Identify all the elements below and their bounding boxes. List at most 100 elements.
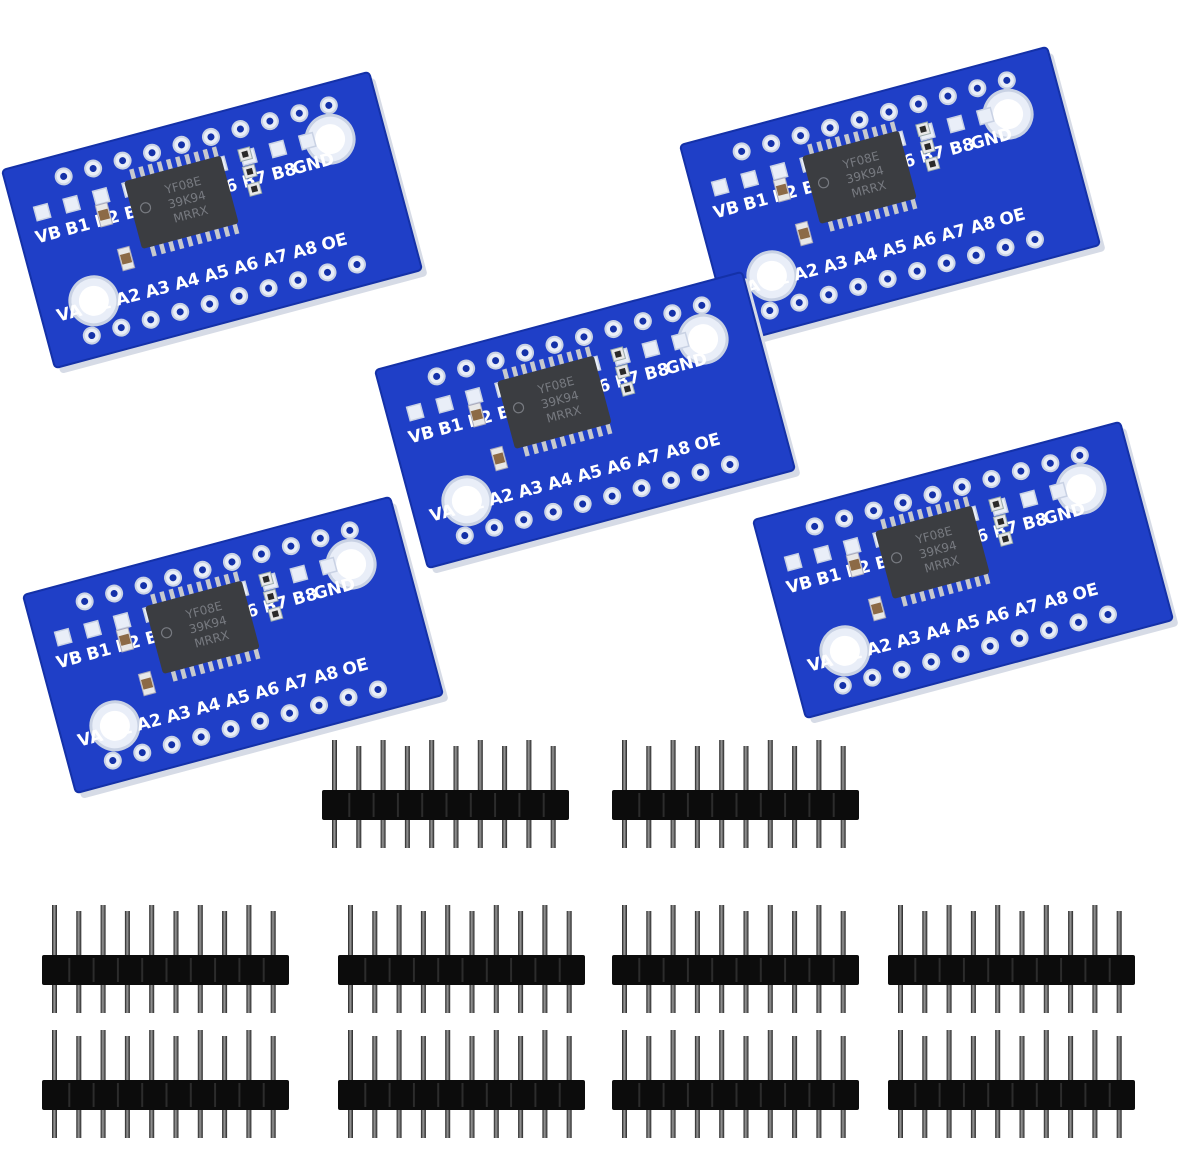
header-pin (995, 1030, 1001, 1082)
pad-hole (856, 116, 864, 124)
pad-hole (316, 534, 324, 542)
ic-logo-icon (512, 402, 525, 414)
header-pin (719, 983, 725, 1013)
header-pin (743, 983, 749, 1013)
mounting-hole-center (829, 635, 860, 666)
header-pin (469, 911, 475, 957)
header-pin (946, 905, 952, 957)
header-pin (566, 1036, 572, 1082)
header-pin (694, 1036, 700, 1082)
header-pin (566, 983, 572, 1013)
solder-pad (710, 177, 730, 197)
solder-pad (1019, 489, 1039, 509)
pad-hole (287, 542, 295, 550)
pad-hole (551, 341, 559, 349)
header-pin (429, 740, 435, 792)
pad-hole (929, 491, 937, 499)
header-segment-notch (1108, 1083, 1111, 1107)
ic-pin (186, 583, 194, 595)
ic-pin (882, 206, 890, 217)
pad-hole (197, 733, 205, 741)
header-pin (270, 1036, 276, 1082)
header-segment-notch (914, 1083, 917, 1107)
header-pin (100, 1108, 106, 1138)
header-segment-notch (165, 958, 168, 982)
pin-header (888, 905, 1135, 1013)
header-pin (719, 905, 725, 957)
pad-hole (726, 460, 734, 468)
header-pin (420, 1108, 426, 1138)
pad-hole (1001, 243, 1009, 251)
header-segment-notch (784, 1083, 787, 1107)
header-segment-notch (238, 958, 241, 982)
header-segment-notch (735, 958, 738, 982)
header-pin (429, 818, 435, 848)
pad-hole (1074, 618, 1082, 626)
solder-pad (318, 556, 338, 576)
smd-component (241, 150, 249, 158)
ic-pin (910, 198, 918, 210)
ic-pin (214, 576, 222, 588)
header-pin (542, 905, 548, 957)
pad-hole (811, 522, 819, 530)
pad-hole (549, 508, 557, 516)
ic-pin (175, 156, 182, 168)
header-segment-notch (686, 1083, 689, 1107)
header-pin (670, 1108, 676, 1138)
smd-component (992, 500, 1000, 508)
board-center: VBB1B2B3B4B5B6B7B8GNDVAA1A2A3A4A5A6A7A8O… (374, 271, 800, 574)
header-segment-notch (412, 958, 415, 982)
header-segment-notch (962, 958, 965, 982)
header-pin (1116, 983, 1122, 1013)
pad-hole (60, 172, 68, 180)
header-pin (719, 740, 725, 792)
header-pin (670, 740, 676, 792)
header-pin (1092, 1108, 1098, 1138)
header-segment-notch (445, 793, 448, 817)
header-pin (52, 1108, 57, 1138)
pad-hole (323, 268, 331, 276)
header-segment-notch (262, 958, 265, 982)
header-segment-notch (92, 958, 95, 982)
header-pin (246, 1108, 252, 1138)
pad-hole (353, 260, 361, 268)
pad-hole (109, 757, 117, 765)
ic-pin (207, 661, 215, 672)
header-pin (970, 983, 976, 1013)
pad-hole (767, 140, 775, 148)
header-pin (816, 1030, 822, 1082)
header-pin (898, 1108, 903, 1138)
header-pin (518, 1036, 524, 1082)
ic-pin (596, 426, 604, 437)
header-pin (149, 1030, 155, 1082)
solder-pad (740, 169, 760, 189)
header-pin (646, 1108, 652, 1138)
pad-hole (987, 475, 995, 483)
smd-component (614, 350, 622, 358)
solder-pad (83, 619, 103, 639)
header-segment-notch (914, 958, 917, 982)
header-segment-notch (735, 1083, 738, 1107)
pad-hole (944, 92, 952, 100)
board-top-left: VBB1B2B3B4B5B6B7B8GNDVAA1A2A3A4A5A6A7A8O… (1, 71, 427, 374)
pad-hole (236, 125, 244, 133)
header-segment-notch (485, 958, 488, 982)
header-pin (1092, 983, 1098, 1013)
header-pin (76, 1108, 82, 1138)
ic-pin (862, 128, 870, 140)
solder-pad (297, 131, 317, 151)
header-segment-notch (534, 958, 537, 982)
solder-pad (289, 564, 309, 584)
pad-hole (972, 251, 980, 259)
header-pin (372, 983, 378, 1013)
header-pin (542, 1030, 548, 1082)
header-pin (124, 983, 130, 1013)
pad-hole (227, 725, 235, 733)
ic-pin (232, 223, 240, 235)
header-pin (542, 983, 548, 1013)
header-segment-notch (759, 958, 762, 982)
header-segment-notch (494, 793, 497, 817)
header-pin (1043, 983, 1049, 1013)
header-segment-notch (461, 958, 464, 982)
